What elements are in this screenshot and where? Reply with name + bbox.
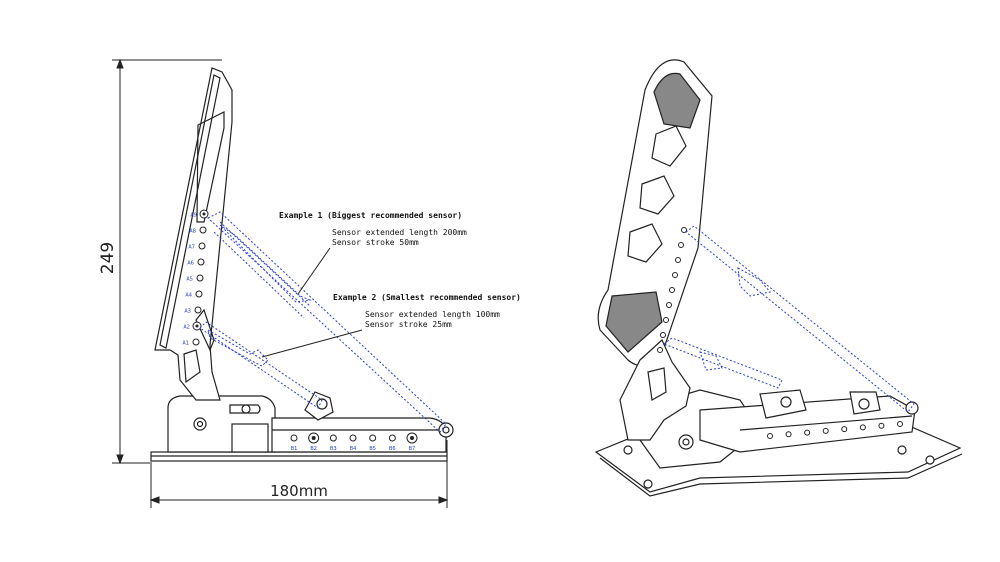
iso-rail-hole xyxy=(767,433,773,439)
iso-sensor-example-1 xyxy=(685,225,915,413)
hole-b-center xyxy=(311,436,316,440)
hole-a-label: A9 xyxy=(190,213,197,219)
iso-arm-holes xyxy=(657,227,687,353)
sensor-example-1 xyxy=(207,211,447,433)
leader-example-1 xyxy=(297,247,331,295)
hole-a-center xyxy=(195,324,199,328)
example-2-line1: Sensor extended length 100mm xyxy=(365,310,500,319)
iso-arm-hole xyxy=(669,287,675,293)
example-2-title: Example 2 (Smallest recommended sensor) xyxy=(333,293,521,302)
iso-arm-hole xyxy=(657,347,663,353)
side-view-pedal xyxy=(150,67,454,462)
hole-b-center xyxy=(410,436,414,440)
iso-sensor-example-2 xyxy=(662,337,783,389)
hole-b xyxy=(329,434,337,442)
iso-arm-hole xyxy=(681,227,687,233)
hole-a xyxy=(196,274,204,282)
sensor-example-2 xyxy=(199,321,323,409)
example-1-title: Example 1 (Biggest recommended sensor) xyxy=(279,210,462,220)
iso-rail-holes xyxy=(767,421,903,439)
height-dimension xyxy=(112,58,222,465)
iso-arm-hole xyxy=(672,272,678,278)
hole-a-label: A1 xyxy=(182,341,189,347)
example-2-line2: Sensor stroke 25mm xyxy=(365,320,452,329)
hole-a-center xyxy=(202,212,206,216)
hole-a xyxy=(197,258,205,266)
hole-b-label: B3 xyxy=(330,446,337,452)
hole-a-label: A4 xyxy=(185,293,192,299)
iso-rail-hole xyxy=(785,431,792,438)
hole-a xyxy=(195,290,203,298)
pedal-arm xyxy=(154,67,233,401)
iso-arm-hole xyxy=(675,257,681,263)
front-rail xyxy=(271,417,447,453)
iso-rail-hole xyxy=(804,429,811,436)
hole-b xyxy=(349,434,357,442)
width-dimension-label: 180mm xyxy=(270,482,328,500)
hole-b-label: B6 xyxy=(389,446,396,452)
hole-a xyxy=(194,306,202,314)
hole-a-label: A5 xyxy=(186,277,193,283)
hole-b-label: B2 xyxy=(310,446,317,452)
hole-a-label: A7 xyxy=(188,245,195,251)
hole-a-label: A3 xyxy=(184,309,191,315)
height-dimension-label: 249 xyxy=(98,242,118,274)
hole-a-label: A8 xyxy=(189,229,196,235)
hole-a xyxy=(199,226,207,234)
hole-a xyxy=(198,242,206,250)
example-1-line2: Sensor stroke 50mm xyxy=(332,238,419,247)
width-dimension xyxy=(149,440,449,508)
iso-rail-hole xyxy=(822,427,829,434)
hole-b-label: B1 xyxy=(291,446,298,452)
iso-arm-hole xyxy=(663,317,669,323)
iso-arm-hole xyxy=(666,302,672,308)
leader-example-2 xyxy=(261,329,363,358)
isometric-view-pedal xyxy=(594,59,963,497)
iso-rail-hole xyxy=(878,422,885,429)
hole-a xyxy=(192,338,200,346)
iso-rail-hole xyxy=(841,426,848,433)
iso-rail-hole xyxy=(897,421,903,427)
hole-b xyxy=(388,434,396,442)
hole-a-label: A6 xyxy=(187,261,194,267)
hole-a-label: A2 xyxy=(183,325,190,331)
iso-arm-hole xyxy=(660,332,666,338)
iso-rail-hole xyxy=(859,424,866,431)
hole-b xyxy=(290,434,298,442)
hole-b-label: B7 xyxy=(409,446,416,452)
hole-b xyxy=(369,434,377,442)
example-1-line1: Sensor extended length 200mm xyxy=(332,228,467,237)
hole-b-label: B4 xyxy=(350,446,357,452)
iso-arm-hole xyxy=(678,242,684,248)
hole-b-label: B5 xyxy=(369,446,376,452)
holes-b-group: B1 B2 B3 B4 B5 B6 B7 xyxy=(290,432,418,452)
